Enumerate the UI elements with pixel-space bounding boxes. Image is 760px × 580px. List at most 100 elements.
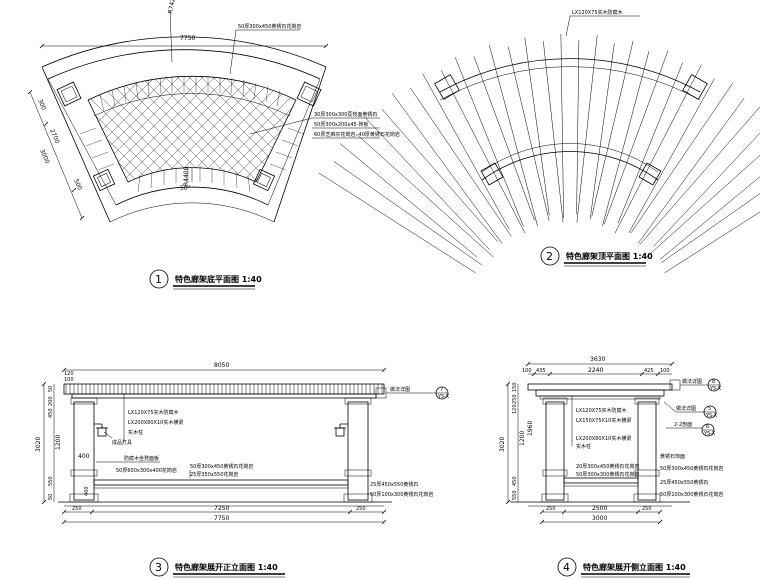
callout-side-num-1: 8 (712, 379, 715, 385)
note-front-8: 50厚600x300x400花岗岩 (116, 467, 177, 474)
dim-seg-c: 2240 (588, 367, 603, 374)
beam (71, 393, 377, 399)
dim-height-total: 3020 (35, 437, 42, 452)
dim-span: 7250 (214, 505, 229, 512)
dim-total-top: 3630 (590, 356, 605, 363)
dim-left-small-b: 500 (72, 178, 83, 191)
view-title: 特色廊架顶平面图 1:40 (566, 251, 653, 261)
rafter-line (381, 109, 498, 242)
pillar-plan (480, 162, 504, 186)
rafter-line (617, 62, 683, 224)
note-side-7: 50厚300x450黄锈石花岗岩 (660, 465, 723, 472)
pillar-plan (92, 168, 116, 192)
dim-h-c: 450 (512, 476, 518, 486)
note-side-9: 50厚100x300黄锈石花岗岩 (660, 491, 723, 498)
dim-bottom-b: 2500 (592, 505, 607, 512)
dim-seg-d: 425 (644, 368, 654, 374)
note-side-2: LX150X75X10实木横梁 (576, 417, 631, 424)
dim-left-seg-a: 2700 (48, 128, 60, 145)
note-front-4: 成品灯具 (112, 439, 132, 446)
dim-h-f: 450 (48, 408, 54, 418)
callout-side-num-2: 5 (708, 406, 711, 412)
rafter-band (527, 383, 673, 391)
rafter-line (507, 46, 550, 221)
rafter-line (664, 211, 760, 274)
dim-angle: 50° (180, 185, 191, 192)
plan-bottom-view: 7750 R7420 300 2700 3000 500 R4400 50° 5… (27, 0, 400, 290)
rafter-line (440, 70, 526, 234)
rafter-line (628, 78, 715, 234)
rafter-line (333, 161, 482, 266)
rafter-lines (318, 34, 760, 274)
dim-h-d: 400 (84, 486, 90, 496)
view-number-circle (540, 246, 560, 266)
rafter-line (591, 40, 634, 217)
lamp-right (334, 423, 348, 437)
dim-bottom-c: 250 (642, 506, 652, 512)
dim-h-e: 200 (48, 396, 54, 406)
dim-h-b: 400 (78, 453, 90, 460)
pillar-plan (682, 74, 708, 100)
view-title: 特色廊架展开正立面图 1:40 (175, 562, 278, 572)
rafter-line (524, 37, 550, 216)
callout-side-ref-3: YS-X (703, 431, 716, 437)
rafter-ticks (65, 384, 383, 394)
rafter-line (543, 41, 564, 223)
callout-side-text-1: 做法详图 (682, 378, 702, 385)
view-number-circle (557, 557, 577, 577)
callout-side-ref-1: YS-X (709, 386, 722, 392)
rafter-line (318, 172, 476, 274)
note-side-4: 实木柱 (576, 443, 591, 450)
note-front-5: 防腐木坐凳面板 (124, 455, 159, 462)
dim-total-top: 8050 (214, 362, 229, 369)
rafter-line (489, 45, 538, 227)
dim-h-a: 1200 (519, 431, 526, 446)
plan-top-view: LX120X75实木防腐木 2 特色廊架顶平面图 1:40 (318, 9, 760, 274)
dim-small-d: 50 (48, 494, 54, 500)
rafter-line (560, 34, 564, 219)
rafter-line (576, 40, 580, 215)
note-front-1: LX120X75实木防腐木 (128, 409, 179, 416)
rafter-line (589, 43, 615, 220)
bench-top (563, 477, 639, 484)
view-title: 特色廊架底平面图 1:40 (175, 274, 262, 284)
elevation-side-view: 3630 100 435 2240 425 100 3020 150 250 1… (499, 356, 723, 578)
note-plan-1: 50厚300x450黄锈石花岗岩 (238, 23, 301, 30)
pillar-plan (434, 74, 460, 100)
note-plan-2: 30厚300x300荔枝面黄锈石 (314, 111, 377, 118)
pillar-plan (638, 162, 662, 186)
dim-small-a: 120 (64, 371, 74, 377)
note-top-1: LX120X75实木防腐木 (572, 9, 623, 16)
rafter-line (410, 87, 512, 237)
view-number: 4 (563, 561, 570, 574)
note-front-2: LX200X80X10实木横梁 (128, 419, 183, 426)
note-front-7: 25厚350x550花岗岩 (190, 471, 238, 478)
dim-left-seg-b: 3000 (38, 148, 50, 165)
dim-h-b: 1960 (527, 421, 534, 436)
rafter-band (63, 383, 385, 395)
view-number-circle (149, 269, 169, 289)
rafter-line (339, 143, 478, 258)
dim-side-right: 250 (356, 506, 366, 512)
dim-height-total: 3020 (499, 437, 506, 452)
dim-inner-radius: R4400 (183, 166, 190, 186)
pillar-plan (296, 81, 322, 107)
dim-side-left: 250 (72, 506, 82, 512)
callout-side-ref-2: YS-X (705, 413, 718, 419)
note-front-3: 实木柱 (128, 429, 143, 436)
view-number: 3 (155, 561, 162, 574)
note-side-1: LX120X75实木防腐木 (576, 407, 627, 414)
view-number: 2 (546, 250, 553, 263)
rafter-line (391, 93, 503, 244)
dim-seg-b: 435 (536, 368, 546, 374)
elevation-front-view: 8050 120 100 (35, 362, 450, 578)
column-left (73, 401, 95, 501)
note-side-8: 25厚450x550黄锈石 (660, 479, 708, 486)
rafter-line (473, 56, 535, 221)
dim-left-small-a: 300 (36, 98, 47, 111)
callout-side-text-3: 2-2剖面 (674, 421, 692, 428)
note-plan-3: 50厚300x200x45 砖板 (314, 121, 368, 128)
dim-small-a: 150 (512, 382, 518, 392)
rafter-line (639, 106, 760, 245)
callout-front-text: 做法详图 (390, 386, 410, 393)
